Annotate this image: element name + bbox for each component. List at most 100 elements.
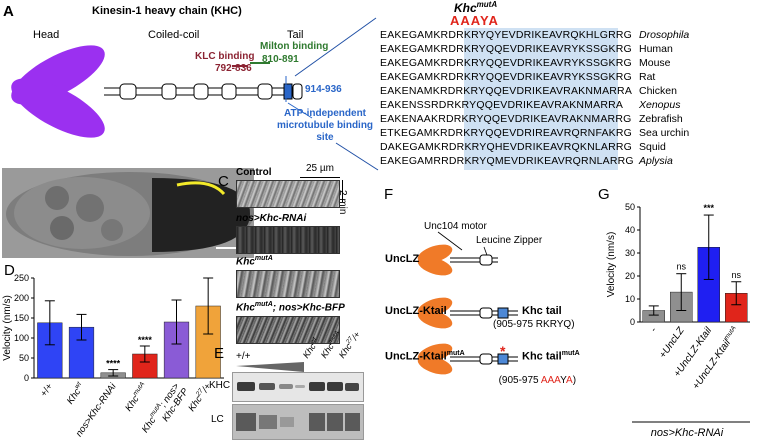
species-label: Aplysia — [639, 155, 673, 167]
x-tick-label: nos>Khc-RNAi — [74, 381, 119, 439]
seq-row: DAKEGAMKRDRKRYQHEVDRIKEAVRQKNLARRG — [380, 141, 633, 153]
construct-uncLZ-ktail-muta: UncLZ-KtailmutA — [385, 350, 465, 363]
muta-heading-sup: mutA — [476, 0, 498, 9]
species-label: Chicken — [639, 85, 677, 97]
mt-binding-range: 914-936 — [305, 84, 342, 95]
construct-3-sup: mutA — [446, 350, 465, 357]
tailmut-post: ) — [572, 375, 577, 386]
kymo-title-3: KhcmutA; nos>Khc-BFP — [236, 301, 345, 313]
khc-tail-label: Khc tail — [522, 305, 562, 317]
construct-3-main: UncLZ-Ktail — [385, 350, 447, 363]
y-tick-label: 150 — [14, 313, 29, 323]
kymo-title-3-main: Khc — [236, 302, 255, 314]
muta-heading-main: Khc — [454, 1, 477, 15]
species-label: Xenopus — [639, 99, 681, 111]
panel-a-title: Kinesin-1 heavy chain (KHC) — [92, 5, 242, 17]
species-label: Human — [639, 43, 673, 55]
lane-main: Khc — [300, 341, 318, 360]
kymograph — [236, 180, 340, 208]
significance-label: **** — [138, 335, 153, 345]
coiled-coil-label: Coiled-coil — [148, 29, 200, 41]
y-tick-label: 20 — [625, 271, 635, 281]
y-tick-label: 0 — [24, 373, 29, 383]
x-tick-label: Khcwt — [64, 380, 88, 407]
kymo-title-2: KhcmutA — [236, 255, 273, 267]
panel-e-label: E — [214, 345, 225, 362]
western-blot-lc — [232, 404, 364, 440]
milton-binding-range: 810-891 — [262, 54, 299, 65]
seq-row: EAKEGAMKRDRKRYQQEVDRIKEAVRYKSSGKRG — [380, 71, 632, 83]
seq-row: EAKENSSRDRKRYQQEVDRIKEAVRAKNMARRA — [380, 99, 624, 111]
mt-binding-box — [283, 83, 293, 100]
khc-domain-diagram — [11, 17, 379, 171]
significance-label: ns — [731, 270, 741, 280]
species-label: Sea urchin — [639, 127, 690, 139]
seq-row: EAKENAMKRDRKRYQQEVDRIKEAVRAKNMARRA — [380, 85, 633, 97]
y-tick-label: 50 — [19, 353, 29, 363]
mt-site-line1: ATP-independent — [283, 108, 367, 119]
y-axis-label: Velocity (nm/s) — [2, 295, 13, 361]
x-tick-label: KhcmutA — [122, 381, 150, 414]
y-axis-label: Velocity (nm/s) — [606, 232, 617, 298]
seq-row: EAKENAAKRDRKRYQQEVDRIKEAVRAKNMARRG — [380, 113, 632, 125]
klc-binding-range: 792-836 — [215, 63, 252, 74]
y-tick-label: 0 — [630, 317, 635, 327]
kymograph — [236, 316, 340, 344]
kymograph — [236, 226, 340, 254]
mutation-star: * — [500, 343, 506, 359]
species-label: Rat — [639, 71, 656, 83]
y-tick-label: 10 — [625, 294, 635, 304]
tailmut-a2: A — [566, 375, 573, 386]
x-tick-label: - — [648, 325, 659, 335]
western-blot-khc — [232, 372, 364, 402]
khc-tail-seq: (905-975 RKRYQ) — [493, 319, 575, 330]
kymo-time-arrow — [342, 180, 343, 202]
head-lower-lobe — [11, 78, 105, 138]
blot-control-label: +/+ — [236, 351, 251, 362]
panel-c-label: C — [218, 173, 229, 190]
mt-binding-site-label: ATP-independent microtubule binding site — [260, 108, 390, 144]
muta-heading: KhcmutA — [454, 0, 497, 15]
mt-site-line3: site — [316, 132, 334, 143]
y-tick-label: 200 — [14, 293, 29, 303]
tailmut-pre: (905-975 — [498, 375, 541, 386]
seq-row: ETKEGAMKRDRKRYQQEVDRIREAVRQRNFAKRG — [380, 127, 633, 139]
loading-wedge — [236, 362, 304, 372]
kymo-title-1: nos>Khc-RNAi — [236, 213, 307, 224]
kymo-title-0: Control — [236, 167, 272, 178]
khc-tail-muta-seq: (905-975 AAAYA) — [493, 364, 577, 386]
group-label: nos>Khc-RNAi — [651, 427, 724, 439]
khc-tail-muta-sup: mutA — [561, 350, 580, 357]
species-label: Drosophila — [639, 29, 690, 41]
significance-label: *** — [703, 203, 714, 213]
khc-tail-muta-main: Khc tail — [522, 350, 562, 363]
oocyte-cortex-trace — [176, 181, 226, 196]
tail-label: Tail — [287, 29, 304, 41]
blot-row-lc: LC — [211, 414, 224, 425]
mt-site-line2: microtubule binding — [276, 120, 374, 131]
y-tick-label: 40 — [625, 225, 635, 235]
x-tick-label: +UncLZ — [657, 325, 687, 361]
egg-chamber-image — [6, 172, 254, 256]
construct-uncLZ: UncLZ — [385, 253, 420, 265]
seq-row: EAKEGAMKRDRKRYQQEVDRIKEAVRYKSSGKRG — [380, 57, 632, 69]
klc-binding-label: KLC binding — [195, 51, 255, 62]
species-label: Zebrafish — [639, 113, 683, 125]
kymograph — [236, 270, 340, 298]
tailmut-a: AAA — [540, 375, 561, 386]
kymo-scale-bar — [300, 177, 340, 178]
unc104-motor-label: Unc104 motor — [424, 221, 487, 232]
construct-uncLZ-ktail: UncLZ-Ktail — [385, 305, 447, 317]
significance-label: **** — [106, 359, 121, 369]
kymo-title-2-sup: mutA — [254, 255, 273, 262]
lane-main: Khc — [336, 341, 354, 360]
milton-binding-label: Milton binding — [260, 41, 329, 52]
panel-f-label: F — [384, 186, 394, 203]
panel-g-label: G — [598, 186, 610, 203]
panel-a-label: A — [3, 3, 14, 20]
species-label: Squid — [639, 141, 666, 153]
kymo-title-2-main: Khc — [236, 256, 255, 268]
y-tick-label: 100 — [14, 333, 29, 343]
